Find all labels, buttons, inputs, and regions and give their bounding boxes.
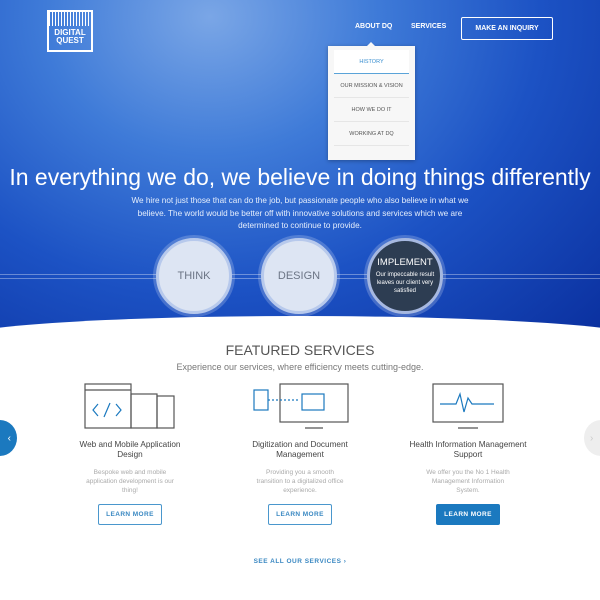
menu-item-mission[interactable]: OUR MISSION & VISION: [334, 74, 409, 98]
carousel-next-button[interactable]: ›: [584, 420, 600, 456]
service-name: Digitization and Document Management: [252, 440, 348, 459]
service-card: Health Information Management Support We…: [383, 382, 553, 525]
step-design[interactable]: DESIGN: [261, 238, 337, 314]
wave-divider: [0, 316, 600, 340]
service-card: Web and Mobile Application Design Bespok…: [45, 382, 215, 525]
monitor-heartbeat-icon: [432, 383, 504, 429]
chevron-right-icon: ›: [590, 432, 594, 444]
menu-item-history[interactable]: HISTORY: [334, 50, 409, 74]
menu-item-how-we-do-it[interactable]: HOW WE DO IT: [334, 98, 409, 122]
service-desc: Bespoke web and mobile application devel…: [86, 469, 174, 494]
chevron-left-icon: ‹: [7, 432, 11, 444]
see-all-services-link[interactable]: SEE ALL OUR SERVICES ›: [253, 558, 347, 565]
service-name: Health Information Management Support: [409, 440, 527, 459]
service-desc: Providing you a smooth transition to a d…: [256, 469, 344, 494]
service-card: Digitization and Document Management Pro…: [215, 382, 385, 525]
step-label: THINK: [177, 270, 211, 282]
logo-text: QUEST: [56, 36, 84, 45]
hero-lead: We hire not just those that can do the j…: [131, 196, 469, 230]
nav-about-dq[interactable]: ABOUT DQ: [355, 23, 393, 30]
step-implement[interactable]: IMPLEMENT Our impeccable result leaves ou…: [367, 238, 443, 314]
featured-title: FEATURED SERVICES: [225, 342, 375, 358]
step-think[interactable]: THINK: [156, 238, 232, 314]
logo-text: DIGITAL: [54, 28, 86, 37]
menu-item-working-at-dq[interactable]: WORKING AT DQ: [334, 122, 409, 146]
service-desc: We offer you the No 1 Health Management …: [426, 469, 510, 494]
carousel-prev-button[interactable]: ‹: [0, 420, 17, 456]
learn-more-button[interactable]: LEARN MORE: [98, 504, 162, 525]
learn-more-button[interactable]: LEARN MORE: [268, 504, 332, 525]
hero-title: In everything we do, we believe in doing…: [9, 164, 591, 190]
about-dropdown-menu: HISTORY OUR MISSION & VISION HOW WE DO I…: [328, 42, 415, 160]
step-label: IMPLEMENT: [377, 257, 433, 268]
devices-code-icon: [84, 383, 175, 429]
nav-services[interactable]: SERVICES: [411, 23, 447, 30]
step-desc: Our impeccable result leaves our client …: [375, 272, 435, 294]
step-label: DESIGN: [277, 270, 321, 282]
learn-more-button[interactable]: LEARN MORE: [436, 504, 500, 525]
service-name: Web and Mobile Application Design: [79, 440, 181, 459]
featured-subtitle: Experience our services, where efficienc…: [176, 362, 424, 372]
monitor-folder-icon: [253, 383, 349, 429]
make-inquiry-button[interactable]: MAKE AN INQUIRY: [461, 17, 553, 40]
